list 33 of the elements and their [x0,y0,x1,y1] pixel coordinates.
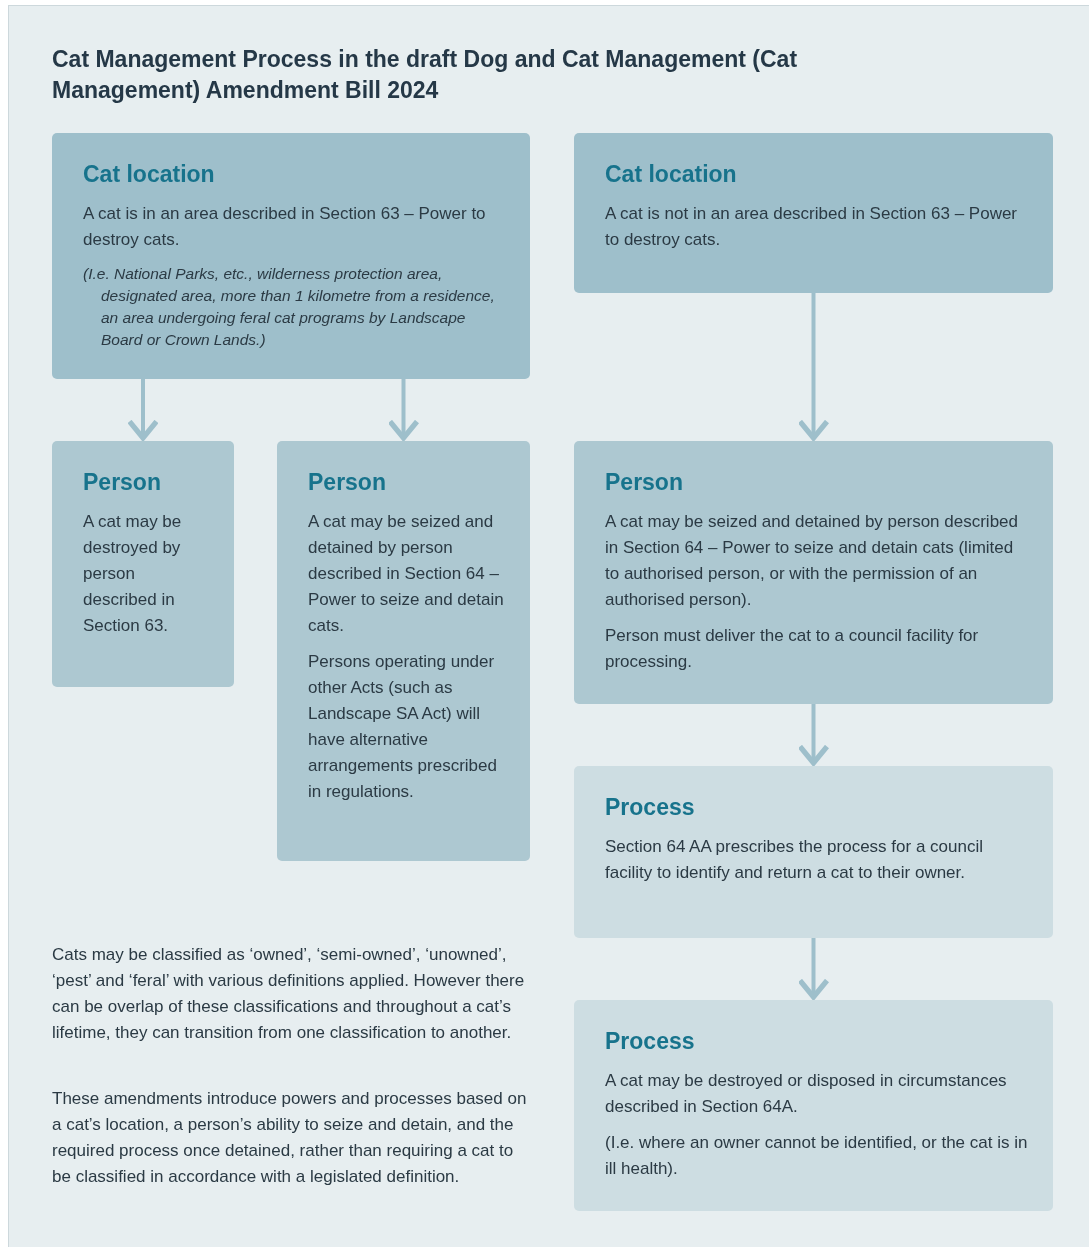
box-heading: Person [308,468,387,497]
box-note: (I.e. National Parks, etc., wilderness protection area, designated area, more than 1 kilometre from a residence, an area undergoing feral cat programs by Landscape Board or Crown Lands.) [83,264,496,350]
process-box [574,441,1053,704]
process-box [52,441,234,687]
arrow [797,704,830,766]
box-text: Person must deliver the cat to a council facility for processing. [605,625,980,673]
box-text: A cat is in an area described in Section 63 – Power to destroy cats. [83,203,487,251]
box-heading: Process [605,1027,696,1056]
diagram-title: Cat Management Process in the draft Dog and Cat Management (Cat Management) Amendment Bill 2024 [52,45,799,105]
process-box [574,766,1053,938]
box-text: A cat may be destroyed or disposed in circumstances described in Section 64A. [605,1070,1008,1118]
box-heading: Process [605,793,696,822]
process-box [277,441,530,861]
box-heading: Cat location [83,160,216,189]
box-text: A cat may be seized and detained by person described in Section 64 – Power to seize and detain cats (limited to authorised person, or with the permission of an authorised person). [605,511,1019,611]
note-paragraph: These amendments introduce powers and processes based on a cat’s location, a person’s ability to seize and detain, and the required process once detained, rather than requiring a cat to be classified in accordance with a legislated definition. [52,1088,528,1188]
process-box [52,133,530,379]
box-heading: Cat location [605,160,738,189]
arrow [797,293,830,441]
box-text: Persons operating under other Acts (such as Landscape SA Act) will have alternative arrangements prescribed in regulations. [308,651,498,803]
process-box [574,133,1053,293]
box-text: A cat may be destroyed by person described in Section 63. [83,511,183,637]
process-box [574,1000,1053,1211]
box-heading: Person [83,468,162,497]
arrow [126,379,160,441]
arrow [797,938,830,1000]
box-heading: Person [605,468,684,497]
note-paragraph: Cats may be classified as ‘owned’, ‘semi-owned’, ‘unowned’, ‘pest’ and ‘feral’ with various definitions applied. However there can be overlap of these classifications and throughout a cat’s lifetime, they can transition from one classification to another. [52,944,526,1044]
box-text: Section 64 AA prescribes the process for a council facility to identify and return a cat to their owner. [605,836,984,884]
box-text: (I.e. where an owner cannot be identified, or the cat is in ill health). [605,1132,1029,1180]
arrow [387,379,420,441]
box-text: A cat is not in an area described in Section 63 – Power to destroy cats. [605,203,1019,251]
box-text: A cat may be seized and detained by person described in Section 64 – Power to seize and detain cats. [308,511,505,637]
